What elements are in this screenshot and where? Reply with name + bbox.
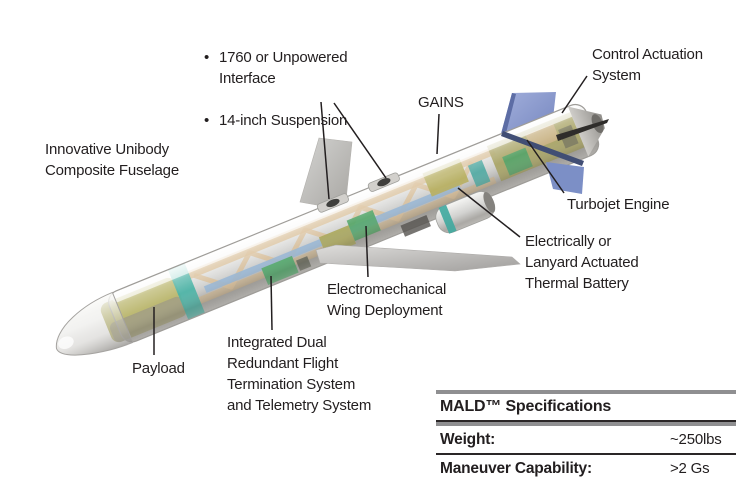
table-rule	[436, 453, 736, 455]
callout-flight-termination: Integrated Dual Redundant Flight Termina…	[227, 334, 372, 414]
suspension-lug-forward	[326, 198, 340, 208]
callout-wing-deployment: Electromechanical Wing Deployment	[327, 281, 447, 319]
callout-fuselage: Innovative Unibody Composite Fuselage	[45, 141, 179, 179]
nose-cone	[55, 291, 134, 356]
callout-thermal-battery: Electrically or Lanyard Actuated Thermal…	[525, 233, 639, 292]
spec-value-maneuver: >2 Gs	[670, 460, 710, 477]
tail-fin-upper-edge	[498, 93, 516, 145]
wing-root-fitting	[400, 215, 431, 237]
callout-suspension: • 14-inch Suspension	[204, 110, 379, 131]
bullet-icon: •	[204, 49, 210, 66]
leader-turbojet	[526, 139, 565, 194]
table-top-rule	[436, 390, 736, 394]
far-fin-sliver	[501, 131, 584, 166]
callout-interface-list: • 1760 or Unpowered Interface • 14-inch …	[204, 26, 379, 152]
callout-interface-text: 1760 or Unpowered Interface	[219, 49, 348, 87]
leader-lines	[153, 75, 588, 355]
spec-value-weight: ~250lbs	[670, 431, 722, 448]
callout-turbojet: Turbojet Engine	[567, 196, 670, 213]
leader-wing-deployment	[365, 225, 369, 278]
leader-interface	[320, 101, 330, 200]
leader-flight-termination	[270, 275, 273, 331]
leader-suspension	[333, 102, 387, 179]
leader-thermal-battery	[457, 187, 521, 238]
tail-boom	[556, 119, 609, 141]
deployed-wing	[315, 244, 521, 272]
spec-table-title: MALD™ Specifications	[440, 398, 612, 415]
callout-control-actuation: Control Actuation System	[592, 46, 703, 84]
table-rule	[436, 420, 736, 422]
spec-table: MALD™ Specifications Weight: ~250lbs Man…	[436, 390, 736, 482]
suspension-lug-aft	[377, 178, 391, 187]
leader-gains	[436, 113, 440, 155]
table-header-rule	[436, 422, 736, 426]
spec-row-maneuver: Maneuver Capability: >2 Gs	[436, 455, 736, 482]
spec-row-weight: Weight: ~250lbs	[436, 426, 736, 453]
callout-suspension-text: 14-inch Suspension	[219, 112, 348, 129]
tail-fin-lower	[546, 162, 584, 194]
leader-control-actuation	[561, 75, 588, 114]
bullet-icon: •	[204, 112, 210, 129]
callout-payload: Payload	[132, 360, 185, 377]
spec-label-maneuver: Maneuver Capability:	[440, 460, 592, 477]
callout-gains: GAINS	[418, 94, 464, 111]
callout-interface: • 1760 or Unpowered Interface	[204, 47, 379, 89]
spec-label-weight: Weight:	[440, 431, 496, 448]
